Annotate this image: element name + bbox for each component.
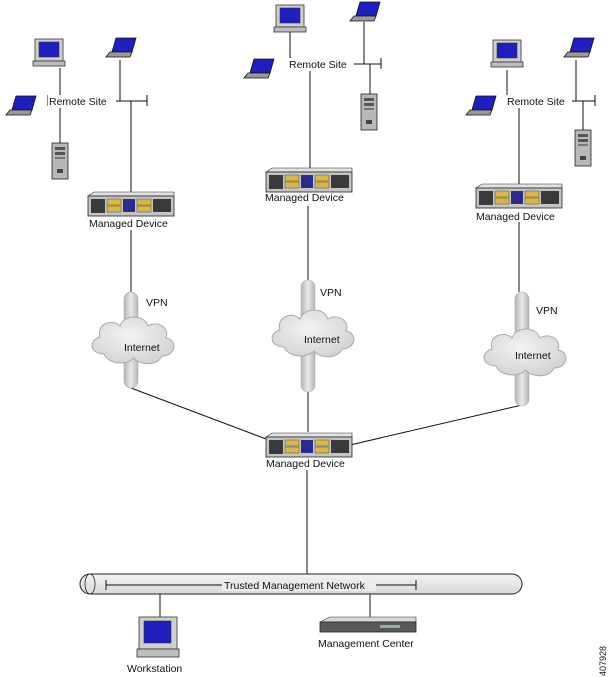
vpn-label: VPN (146, 297, 168, 309)
management-center-appliance-icon (319, 616, 417, 633)
central-managed-device: Managed Device (265, 432, 353, 470)
central-device-label: Managed Device (266, 458, 345, 470)
vpn-label: VPN (536, 305, 558, 317)
network-label: Trusted Management Network (224, 580, 366, 592)
laptop-icon (243, 58, 275, 79)
desktop-computer-icon (273, 4, 307, 33)
vpn-link-right: VPN Internet (483, 291, 567, 407)
internet-cloud-icon (91, 316, 175, 365)
desktop-computer-icon (32, 38, 66, 67)
laptop-icon (465, 95, 497, 116)
workstation-icon (136, 616, 180, 658)
trusted-management-network: Trusted Management Network (79, 573, 523, 595)
desktop-computer-icon (490, 39, 524, 68)
remote-site-left: Remote Site Managed Device (5, 37, 175, 230)
managed-device-appliance-icon (265, 167, 353, 193)
remote-site-label: Remote Site (507, 96, 565, 108)
tower-server-icon (51, 142, 69, 180)
workstation: Workstation (127, 616, 182, 675)
managed-device-label: Managed Device (89, 218, 168, 230)
managed-device-label: Managed Device (476, 211, 555, 223)
internet-label: Internet (515, 350, 551, 362)
connection-lines (47, 22, 596, 618)
remote-site-label: Remote Site (289, 59, 347, 71)
remote-site-right: Remote Site Managed Device (465, 37, 595, 223)
managed-device-appliance-icon (475, 183, 563, 209)
managed-device-appliance-icon (87, 191, 175, 217)
vpn-link-center: VPN Internet (271, 279, 355, 393)
vpn-link-left: VPN Internet (91, 291, 175, 389)
remote-site-center: Remote Site Managed Device (243, 1, 381, 204)
laptop-icon (105, 37, 137, 58)
laptop-icon (349, 1, 381, 22)
tower-server-icon (574, 129, 592, 167)
remote-site-label: Remote Site (49, 96, 107, 108)
management-center-label: Management Center (318, 638, 414, 650)
tower-server-icon (360, 93, 378, 131)
figure-id: 407928 (598, 646, 608, 676)
managed-device-appliance-icon (265, 432, 353, 458)
laptop-icon (563, 37, 595, 58)
internet-label: Internet (304, 334, 340, 346)
internet-label: Internet (124, 342, 160, 354)
management-center: Management Center (318, 616, 417, 650)
workstation-label: Workstation (127, 663, 182, 675)
laptop-icon (5, 95, 37, 116)
vpn-label: VPN (320, 287, 342, 299)
managed-device-label: Managed Device (265, 192, 344, 204)
